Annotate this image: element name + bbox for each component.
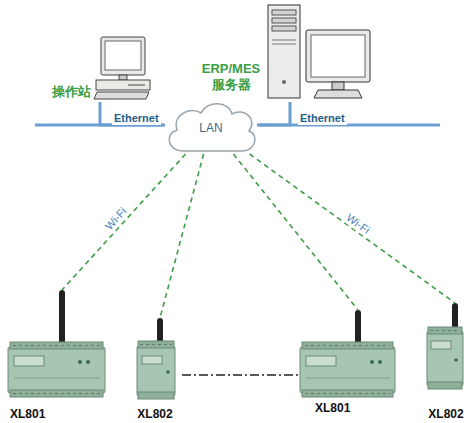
- device-xl802: [137, 318, 175, 399]
- device-xl802-part: [138, 392, 174, 399]
- operator-computer: [94, 37, 150, 99]
- device-box: XL801: [298, 310, 398, 418]
- device-xl801-part: [305, 393, 390, 394]
- operator-computer-part: [94, 92, 149, 99]
- wifi-link: [62, 154, 186, 290]
- device-xl801-part: [86, 360, 90, 364]
- device-xl801-part: [302, 342, 393, 349]
- server-computer-part: [282, 80, 286, 84]
- node-label: ERP/MES 服务器: [197, 61, 265, 92]
- operator-computer-part: [105, 41, 141, 70]
- node-label: XL801: [315, 401, 350, 415]
- ethernet-link: [100, 102, 163, 125]
- server-computer-part: [272, 40, 296, 41]
- node-label: XL802: [137, 407, 172, 421]
- device-box: XL801: [5, 290, 108, 423]
- device-xl801-part: [59, 290, 65, 346]
- device-xl802-part: [138, 341, 174, 348]
- server-label-box: ERP/MES 服务器: [195, 3, 375, 102]
- device-xl801-part: [306, 378, 390, 379]
- server-computer: [268, 5, 370, 98]
- device-xl801-part: [78, 360, 82, 364]
- device-xl802-part: [454, 358, 458, 362]
- server-computer-part: [332, 82, 344, 90]
- operator-computer-part: [96, 80, 150, 90]
- device-xl801-part: [302, 390, 393, 397]
- server-computer-part: [268, 5, 300, 98]
- edge-label: Ethernet: [298, 112, 347, 125]
- server-computer-part: [306, 30, 370, 82]
- device-xl802-part: [427, 331, 463, 386]
- server-computer-part: [272, 10, 296, 15]
- device-xl801-part: [306, 356, 336, 366]
- device-xl801-part: [300, 347, 395, 393]
- node-label: XL801: [10, 407, 45, 421]
- device-link: [182, 374, 298, 375]
- device-box: XL802: [128, 318, 182, 423]
- device-xl802: [427, 303, 463, 389]
- server-computer-part: [272, 18, 296, 23]
- node-label: XL802: [428, 407, 463, 421]
- device-xl802-part: [166, 370, 170, 374]
- device-xl801-part: [8, 347, 105, 393]
- device-xl801-part: [355, 310, 361, 346]
- station-label-box: 操作站: [50, 35, 152, 102]
- device-xl802-part: [431, 341, 451, 349]
- device-xl801: [300, 310, 395, 397]
- server-computer-part: [314, 90, 362, 98]
- device-xl801-part: [305, 345, 390, 346]
- device-xl801-part: [10, 390, 103, 397]
- device-xl801-part: [14, 356, 44, 366]
- lan-cloud: LAN: [163, 98, 259, 154]
- cloud-outline: [169, 104, 255, 151]
- edge-label: Wi-Fi: [342, 210, 374, 238]
- server-computer-part: [272, 26, 296, 31]
- device-xl802-part: [428, 382, 462, 389]
- device-xl802-part: [430, 330, 460, 331]
- device-xl801-part: [13, 345, 100, 346]
- device-xl802-part: [428, 327, 462, 334]
- wifi-link: [160, 154, 204, 318]
- wifi-link: [233, 154, 358, 310]
- device-xl801-part: [14, 378, 100, 379]
- server-computer-part: [272, 44, 296, 45]
- device-xl801-part: [378, 360, 382, 364]
- device-xl802-part: [137, 346, 175, 396]
- node-label: LAN: [199, 121, 222, 135]
- operator-computer-part: [101, 37, 145, 75]
- device-xl802-part: [142, 356, 162, 364]
- server-computer-part: [311, 35, 365, 77]
- device-xl801-part: [10, 342, 103, 349]
- device-xl801-part: [13, 393, 100, 394]
- ethernet-link: [259, 102, 290, 125]
- node-label: 操作站: [52, 84, 91, 100]
- edge-label: Ethernet: [112, 112, 161, 125]
- device-xl801: [8, 290, 105, 397]
- device-box: XL802: [422, 303, 470, 423]
- device-xl802-part: [140, 344, 172, 345]
- wifi-link: [250, 154, 455, 303]
- operator-computer-part: [128, 85, 145, 86]
- device-xl801-part: [370, 360, 374, 364]
- operator-computer-part: [119, 75, 127, 80]
